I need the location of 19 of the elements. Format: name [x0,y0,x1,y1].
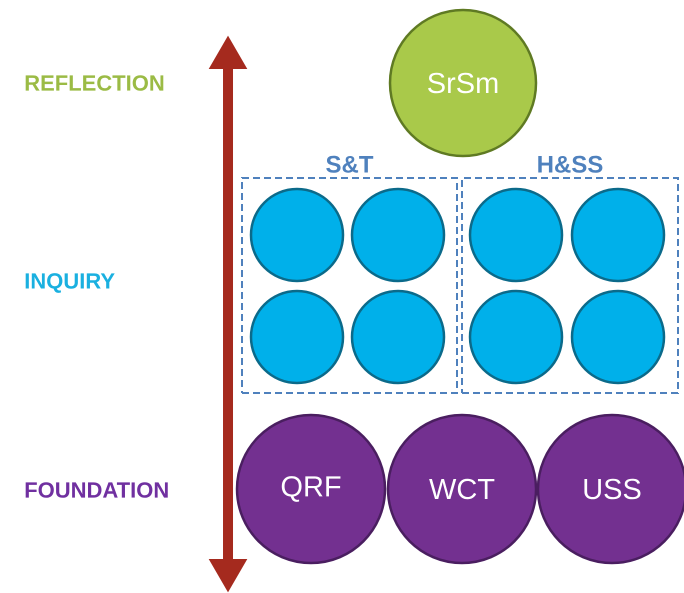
node-label: S&T [326,156,374,173]
circle [250,188,344,282]
circle [468,290,564,384]
level-label: INQUIRY [26,273,115,293]
circle [350,188,446,282]
circle [468,188,564,282]
circle [570,188,666,282]
circle-node: SrSm [388,8,538,158]
circle [250,290,344,384]
level-label: FOUNDATION [26,482,168,498]
circle [350,290,446,384]
level-label: REFLECTION [26,75,164,91]
group-box: H&SS [461,156,679,394]
node-label: H&SS [538,156,602,173]
circle-node: WCT [386,414,538,564]
circle-node: USS [536,414,684,564]
group-box: S&T [241,156,458,394]
circle-node: QRF [236,414,386,564]
circle [570,290,666,384]
